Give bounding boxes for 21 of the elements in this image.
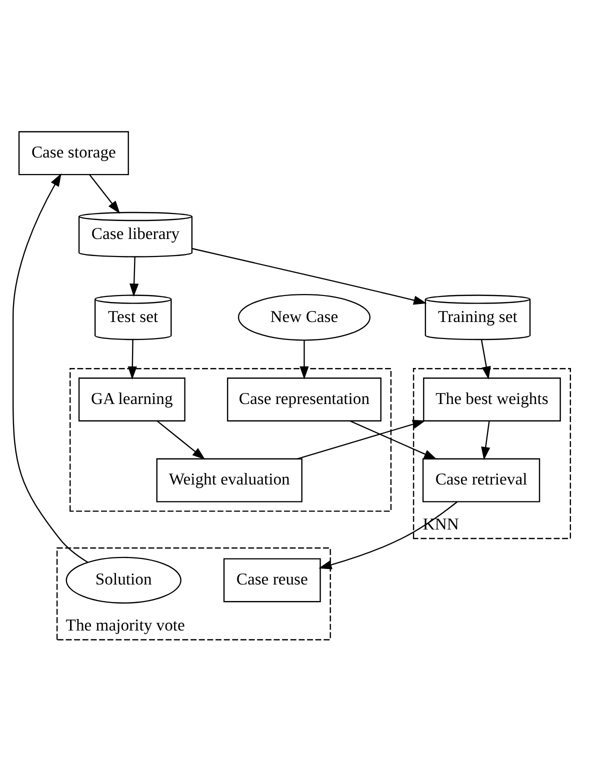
arrow bbox=[480, 338, 491, 380]
node-box: Case retrieval bbox=[422, 458, 540, 502]
cluster bbox=[70, 368, 392, 512]
arrow bbox=[296, 419, 426, 459]
node-ellipse: Solution bbox=[66, 556, 182, 604]
node-ellipse: New Case bbox=[238, 293, 371, 340]
arrow bbox=[192, 248, 427, 304]
arrow bbox=[300, 340, 309, 379]
arrow bbox=[128, 339, 137, 380]
arrow bbox=[481, 420, 490, 460]
node-box: The best weights bbox=[423, 377, 561, 421]
arrow bbox=[157, 420, 206, 460]
arrow bbox=[350, 420, 438, 460]
arrow bbox=[130, 256, 139, 296]
node-box: Weight evaluation bbox=[156, 458, 302, 502]
node-box: GA learning bbox=[78, 377, 186, 421]
node-box: Case storage bbox=[18, 130, 129, 175]
node-box: Case representation bbox=[226, 377, 382, 421]
arrow bbox=[89, 174, 120, 214]
arrow bbox=[318, 500, 458, 569]
node-box: Case reuse bbox=[223, 558, 321, 602]
